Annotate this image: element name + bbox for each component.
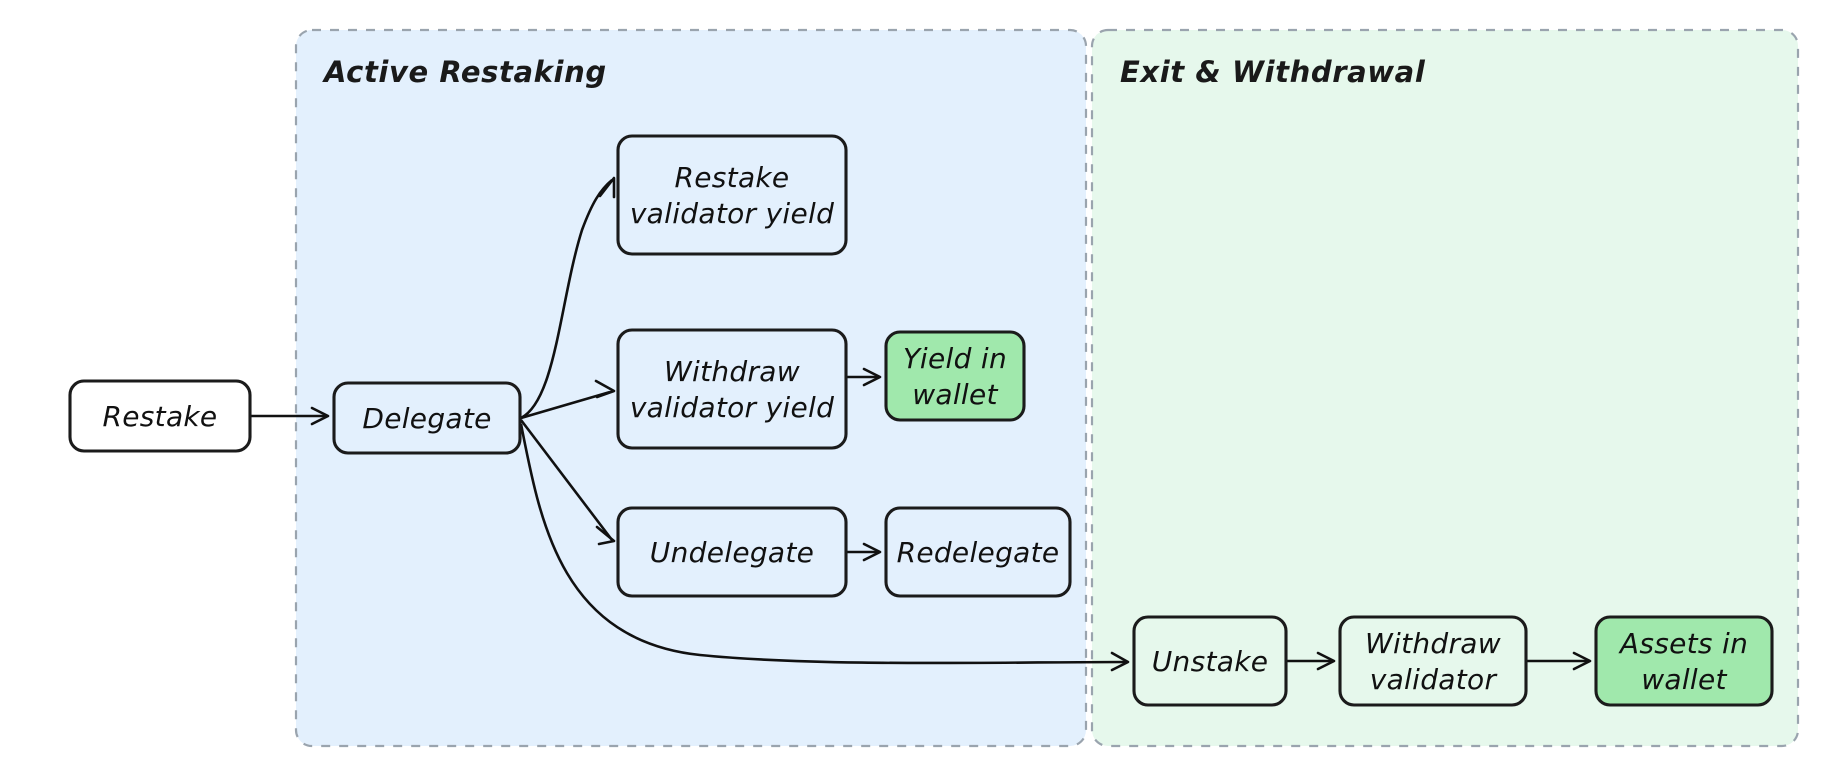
- node-label: Undelegate: [650, 536, 814, 569]
- edge-withdraw-validator-yield-to-yield-in-wallet: [846, 367, 882, 387]
- cluster-title: Active Restaking: [322, 55, 607, 89]
- node-label: Restake: [675, 161, 790, 194]
- node-box[interactable]: [616, 328, 848, 450]
- node-box[interactable]: [1594, 615, 1774, 707]
- node-box[interactable]: [884, 330, 1026, 422]
- edge-line: [520, 390, 611, 420]
- arrowhead-icon: [310, 406, 330, 426]
- edge-delegate-to-unstake: [519, 423, 1130, 672]
- node-label: Yield in: [903, 342, 1007, 375]
- node-redelegate[interactable]: Redelegate: [884, 506, 1072, 598]
- edge-unstake-to-withdraw-validator: [1286, 651, 1336, 671]
- arrowhead-icon: [862, 367, 882, 387]
- edge-restake-to-delegate: [250, 406, 330, 426]
- arrowhead-icon: [598, 176, 616, 199]
- node-undelegate[interactable]: Undelegate: [616, 506, 848, 598]
- node-label: Unstake: [1152, 645, 1269, 678]
- node-box[interactable]: [332, 381, 522, 455]
- arrowhead-icon: [594, 379, 616, 399]
- arrowhead-icon: [595, 525, 616, 546]
- node-label: Withdraw: [664, 355, 800, 388]
- arrowhead-icon: [1316, 651, 1336, 671]
- node-label: Delegate: [362, 402, 491, 435]
- node-box[interactable]: [616, 134, 848, 256]
- node-box[interactable]: [68, 379, 252, 453]
- edge-withdraw-validator-to-assets-in-wallet: [1526, 651, 1592, 671]
- node-box[interactable]: [616, 506, 848, 598]
- edge-undelegate-to-redelegate: [846, 542, 882, 562]
- node-unstake[interactable]: Unstake: [1132, 615, 1288, 707]
- node-box[interactable]: [1132, 615, 1288, 707]
- node-label: Redelegate: [897, 536, 1060, 569]
- node-box[interactable]: [1338, 615, 1528, 707]
- node-delegate[interactable]: Delegate: [332, 381, 522, 455]
- node-label: Assets in: [1618, 627, 1748, 660]
- cluster-background: [1090, 28, 1800, 748]
- node-label: Restake: [103, 400, 218, 433]
- arrowhead-icon: [1110, 651, 1130, 672]
- edge-line: [519, 423, 1127, 665]
- node-label: wallet: [912, 378, 998, 411]
- edge-group: [250, 176, 1592, 672]
- node-label: Withdraw: [1365, 627, 1501, 660]
- cluster-exit-withdrawal: Exit & Withdrawal: [1090, 28, 1800, 748]
- edge-delegate-to-withdraw-validator-yield: [520, 379, 616, 420]
- edge-line: [520, 179, 613, 420]
- node-label: wallet: [1641, 663, 1727, 696]
- edge-line: [519, 419, 614, 541]
- edge-delegate-to-restake-validator-yield: [520, 176, 616, 420]
- cluster-title: Exit & Withdrawal: [1120, 55, 1426, 89]
- node-label: validator yield: [630, 391, 834, 424]
- cluster-group: Active Restaking Exit & Withdrawal: [294, 28, 1800, 748]
- edge-delegate-to-undelegate: [519, 419, 616, 546]
- arrowhead-icon: [1572, 651, 1592, 671]
- node-box[interactable]: [884, 506, 1072, 598]
- node-restake[interactable]: Restake: [68, 379, 252, 453]
- arrowhead-icon: [862, 542, 882, 562]
- node-label: validator yield: [630, 197, 834, 230]
- node-label: validator: [1370, 663, 1498, 696]
